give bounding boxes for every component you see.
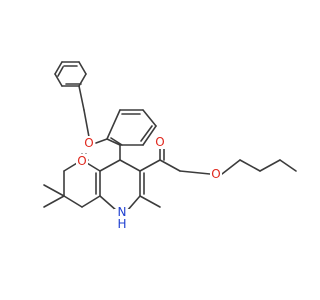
bond — [239, 159, 261, 172]
bonds-layer — [43, 61, 297, 212]
bond — [63, 195, 83, 208]
bond — [83, 109, 90, 138]
ketone-oxygen-label: O — [77, 154, 86, 168]
bond — [126, 195, 141, 212]
molecule-structure: O O O O N H — [43, 61, 297, 231]
ether-oxygen-bg — [83, 136, 95, 150]
bond — [78, 85, 85, 111]
bond — [259, 159, 281, 172]
bond — [43, 184, 65, 197]
amine-n-label: H — [117, 217, 126, 231]
ester-alkoxy-oxygen-bg — [210, 167, 222, 181]
bond — [159, 159, 181, 172]
atom-labels-layer: O O O O N H — [76, 135, 222, 231]
bond — [279, 159, 297, 172]
double-bond — [57, 66, 64, 77]
ketone-oxygen-bg — [76, 154, 88, 168]
bond — [221, 159, 241, 175]
ester-alkoxy-oxygen-label: O — [211, 167, 220, 181]
bond — [119, 159, 141, 172]
bond — [54, 61, 63, 75]
bond — [142, 109, 157, 127]
double-bond — [110, 137, 123, 146]
bond — [99, 159, 121, 172]
bond — [99, 195, 118, 212]
bond — [81, 195, 101, 208]
bond — [95, 138, 108, 144]
bond — [43, 195, 65, 208]
bond — [78, 61, 87, 75]
bond — [142, 125, 157, 146]
bond — [179, 170, 211, 175]
amine-h-label: N — [118, 205, 127, 219]
bond — [139, 159, 161, 172]
bond — [106, 109, 121, 140]
ester-carbonyl-oxygen-label: O — [155, 135, 164, 149]
bond — [139, 195, 161, 208]
ester-carbonyl-oxygen-bg — [154, 135, 166, 149]
double-bond — [140, 125, 153, 142]
bond — [106, 138, 121, 146]
ether-oxygen-label: O — [84, 136, 93, 150]
bond — [54, 73, 63, 87]
amine-bg — [114, 209, 130, 231]
